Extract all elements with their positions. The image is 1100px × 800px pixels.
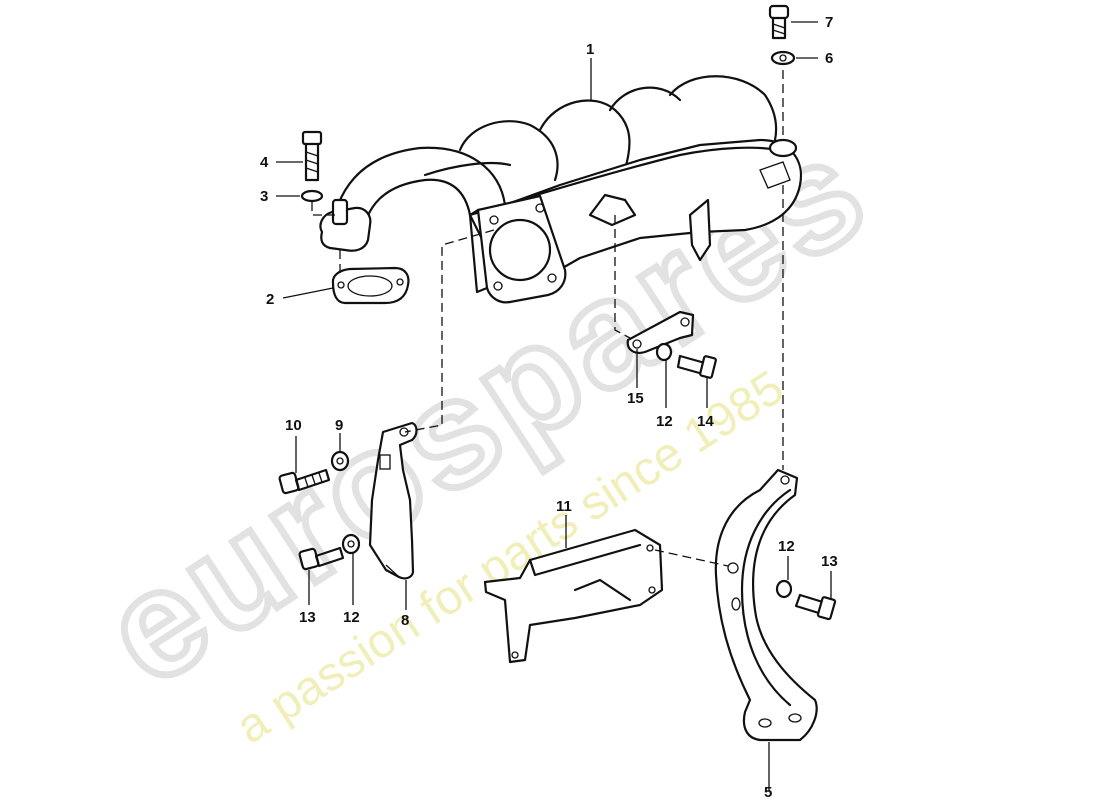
callout-12-upper: 12 [656,413,673,430]
callout-5: 5 [764,784,772,800]
bolt-7-head [768,4,790,20]
callout-9: 9 [335,417,343,434]
bracket-5-set [714,468,837,742]
bolt-washer-set-left [300,130,324,203]
bracket-15-set [626,310,717,379]
callout-11: 11 [556,498,572,515]
callout-labels: 1 2 3 4 5 6 7 8 9 10 11 12 13 12 14 15 1… [260,14,838,800]
callout-12-left: 12 [343,609,360,626]
callout-15: 15 [627,390,644,407]
gasket [331,266,410,305]
washer-3 [300,189,324,203]
callout-13-left: 13 [299,609,316,626]
callout-12-right: 12 [778,538,795,555]
callout-10: 10 [285,417,302,434]
callout-1: 1 [586,41,594,58]
callout-2: 2 [266,291,274,308]
callout-14: 14 [697,413,714,430]
callout-3: 3 [260,188,268,205]
callout-6: 6 [825,50,833,67]
callout-4: 4 [260,154,269,171]
callout-13-right: 13 [821,553,838,570]
bolt-washer-set-top [768,4,796,66]
washer-12-upper [655,342,673,362]
bracket-11 [483,528,664,664]
washer-6 [770,50,796,66]
callout-8: 8 [401,612,409,629]
assembly-lines [311,70,784,567]
bracket-8-set [278,421,418,580]
intake-manifold [319,75,803,304]
bolt-4-head [301,130,323,146]
leader-lines [276,21,832,791]
callout-7: 7 [825,14,833,31]
